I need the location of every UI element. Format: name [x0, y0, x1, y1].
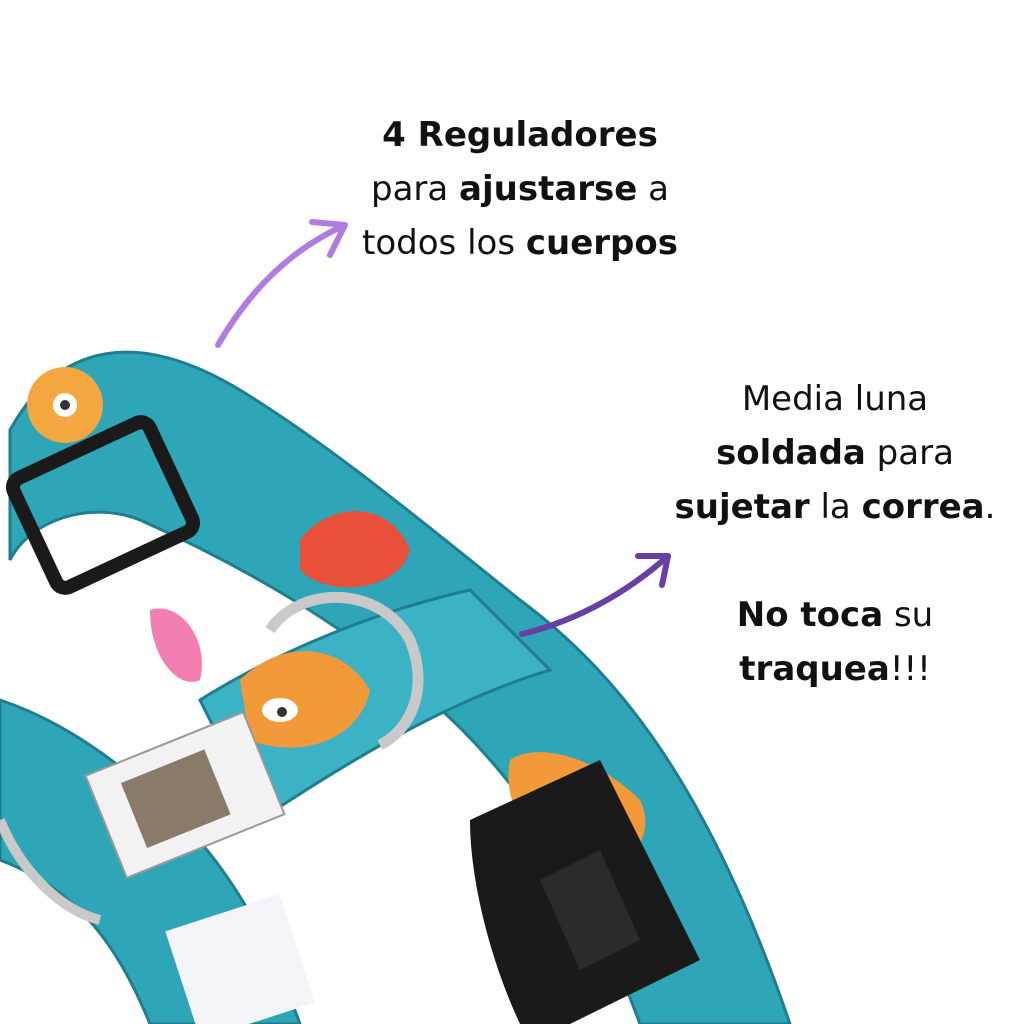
- callout-adjusters: 4 Reguladores para ajustarse a todos los…: [330, 108, 710, 270]
- slider-buckle: [5, 415, 201, 595]
- callout-d-ring-line5: traquea!!!: [739, 649, 931, 689]
- qr-code: [120, 749, 231, 849]
- print-crab: [300, 511, 410, 588]
- print-seahorse-2: [240, 651, 370, 748]
- callout-spacer: [660, 534, 1010, 588]
- d-ring: [265, 591, 424, 750]
- callout-d-ring-line4: No toca su: [736, 595, 934, 635]
- side-ring: [0, 818, 102, 925]
- brand-tag: [165, 894, 315, 1024]
- callout-d-ring: Media luna soldada para sujetar la corre…: [660, 372, 1010, 696]
- callout-d-ring-line1: Media luna: [741, 379, 929, 419]
- print-jellyfish: [150, 608, 202, 682]
- harness-cross-strap: [198, 588, 553, 823]
- callout-adjusters-line2: para ajustarse a: [370, 169, 669, 209]
- callout-d-ring-line3: sujetar la correa.: [674, 487, 996, 527]
- callout-adjusters-line1: 4 Reguladores: [382, 115, 658, 155]
- callout-d-ring-line2: soldada para: [716, 433, 954, 473]
- arrow-right: [519, 553, 671, 637]
- arrow-top: [215, 222, 348, 348]
- callout-adjusters-line3: todos los cuerpos: [362, 223, 678, 263]
